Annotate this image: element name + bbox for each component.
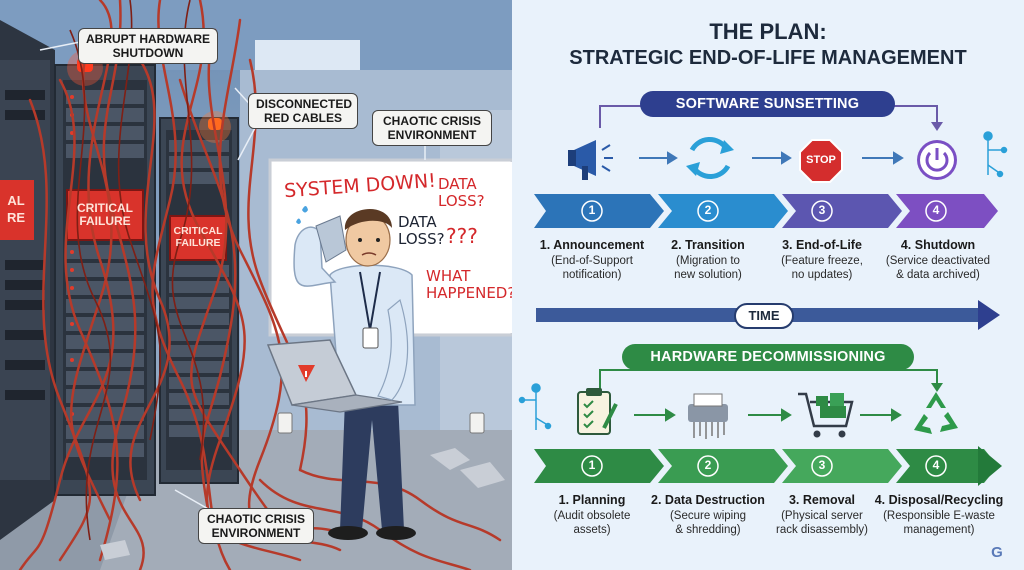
software-step-3-number: 3 [818,203,826,217]
hardware-step-4-desc: (Responsible E-waste management) [883,510,995,536]
recycle-icon [914,392,958,434]
hardware-decommissioning-label: HARDWARE DECOMMISSIONING [622,344,914,370]
crisis-illustration: ABRUPT HARDWARE SHUTDOWN DISCONNECTED RE… [0,0,512,570]
whiteboard-what-happened: WHAT HAPPENED? [426,267,512,302]
hardware-step-4-title: 4. Disposal/Recycling [874,493,1004,507]
hardware-step-1-title: 1. Planning [558,493,626,507]
software-step-1-title: 1. Announcement [539,238,645,252]
callout-hardware-shutdown: ABRUPT HARDWARE SHUTDOWN [78,28,218,64]
software-step-2-title: 2. Transition [671,238,745,252]
clipboard-checklist-icon [577,388,618,435]
time-label: TIME [734,303,794,329]
software-step-2-desc: (Migration to new solution) [674,255,742,281]
software-step-3-desc: (Feature freeze, no updates) [781,255,863,281]
hardware-step-1-number: 1 [588,458,596,472]
server-screen-middle: CRITICAL FAILURE [77,201,133,228]
refresh-icon [686,136,734,180]
whiteboard-question-marks: ??? [446,224,478,248]
software-sunsetting-label: SOFTWARE SUNSETTING [640,91,895,117]
circuit-icon [983,131,1008,178]
plan-title-line2: STRATEGIC END-OF-LIFE MANAGEMENT [569,47,967,69]
server-screen-right: CRITICAL FAILURE [173,225,223,249]
eol-plan-infographic: THE PLAN: STRATEGIC END-OF-LIFE MANAGEME… [512,0,1024,570]
callout-crisis-bottom: CHAOTIC CRISIS ENVIRONMENT [198,508,314,544]
hardware-timeline [534,446,1002,486]
software-step-4-desc: (Service deactivated & data archived) [885,255,991,281]
crisis-scene [0,0,512,570]
software-timeline [534,194,998,228]
software-step-4-title: 4. Shutdown [900,238,976,252]
stressed-engineer [266,206,416,540]
hardware-step-2-number: 2 [704,458,712,472]
hardware-step-3-number: 3 [818,458,826,472]
hardware-step-2-title: 2. Data Destruction [651,493,765,507]
stop-sign-text: STOP [806,154,836,166]
server-rack-left [0,20,55,540]
megaphone-icon [568,140,613,180]
hardware-step-3-desc: (Physical server rack disassembly) [775,510,869,536]
whiteboard-data-loss-1: DATA LOSS? [438,175,485,210]
shopping-cart-icon [798,392,854,438]
callout-red-cables: DISCONNECTED RED CABLES [248,93,358,129]
power-button-icon [917,140,957,180]
hardware-step-3-title: 3. Removal [788,493,855,507]
stop-sign-icon [799,139,843,183]
software-step-2-number: 2 [704,203,712,217]
server-screen-edge: AL RE [6,193,26,225]
hardware-step-4-number: 4 [932,458,940,472]
software-step-3-title: 3. End-of-Life [782,238,862,252]
corner-logo: G [991,544,1003,561]
hardware-step-1-desc: (Audit obsolete assets) [553,510,631,536]
paper-shredder-icon [688,393,728,439]
callout-crisis-top: CHAOTIC CRISIS ENVIRONMENT [372,110,492,146]
hardware-step-2-desc: (Secure wiping & shredding) [669,510,747,536]
plan-title-line1: THE PLAN: [709,19,827,44]
software-step-1-desc: (End-of-Support notification) [551,255,633,281]
whiteboard-data-loss-2: DATA LOSS? [398,213,445,248]
circuit-icon-left [518,383,552,430]
software-step-4-number: 4 [932,203,940,217]
software-step-1-number: 1 [588,203,596,217]
plan-graphics [518,105,1008,486]
